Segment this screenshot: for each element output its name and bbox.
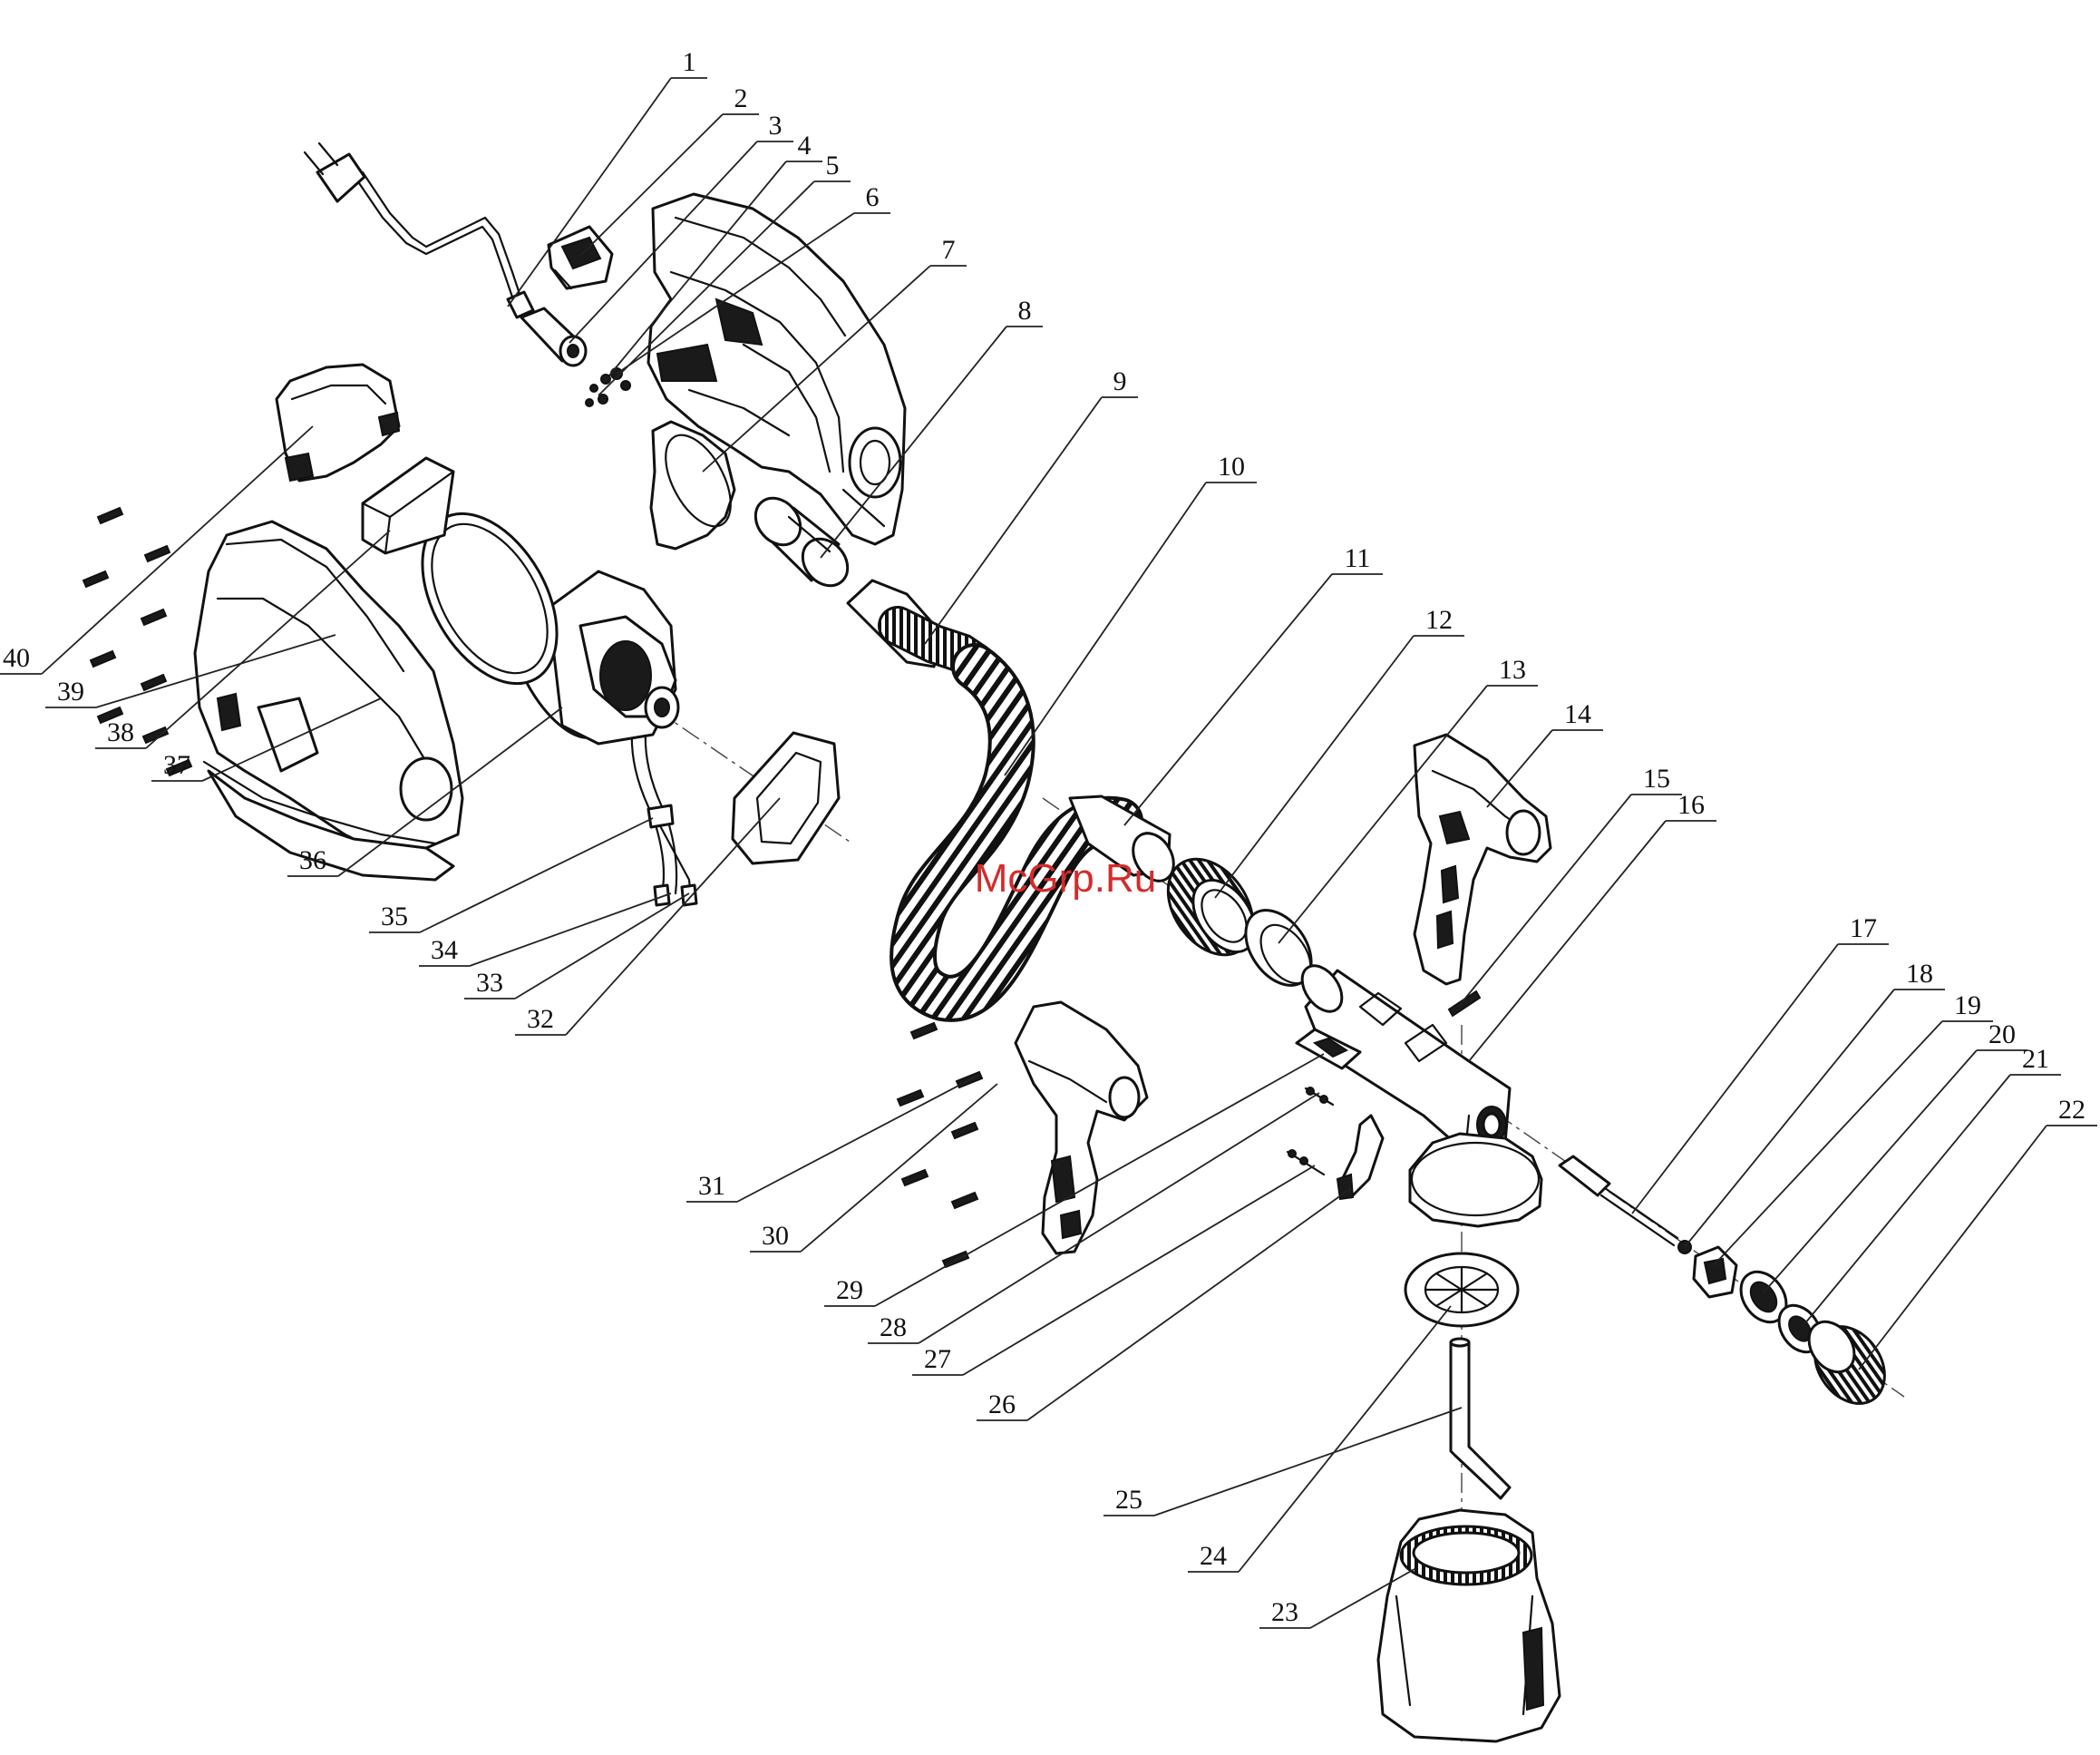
callout-number: 34: [431, 935, 458, 965]
watermark-text: McGrp.Ru: [975, 856, 1156, 901]
callout-26: 26: [977, 1188, 1351, 1420]
callout-20: 20: [1764, 1019, 2027, 1292]
callout-25: 25: [1103, 1408, 1462, 1516]
callout-number: 27: [924, 1344, 951, 1374]
callout-leader-line: [925, 397, 1102, 644]
nozzle-needle: [1560, 1156, 1677, 1245]
callout-number: 15: [1643, 764, 1670, 794]
callout-number: 18: [1906, 959, 1933, 989]
callout-18: 18: [1685, 959, 1945, 1247]
air-filter-frame: [733, 733, 839, 863]
callout-number: 16: [1677, 790, 1705, 820]
callout-number: 13: [1499, 655, 1526, 685]
callout-leader-line: [1859, 1126, 2047, 1370]
callout-number: 39: [57, 677, 84, 707]
callout-number: 32: [527, 1004, 554, 1034]
callout-number: 30: [762, 1221, 789, 1251]
callout-number: 14: [1564, 699, 1591, 729]
callout-number: 7: [942, 235, 956, 265]
callout-leader-line: [470, 893, 671, 966]
callout-number: 23: [1271, 1597, 1298, 1627]
callout-33: 33: [464, 893, 689, 999]
container-gasket: [1405, 1253, 1518, 1326]
callout-number: 28: [880, 1312, 907, 1342]
callout-leader-line: [1632, 944, 1838, 1214]
front-retaining-nut: [1800, 1313, 1899, 1417]
filter-cover: [277, 365, 399, 481]
retaining-pin: [1449, 991, 1480, 1016]
callout-number: 35: [381, 902, 408, 931]
callout-34: 34: [419, 893, 671, 966]
callout-22: 22: [1859, 1095, 2097, 1370]
callout-9: 9: [925, 366, 1138, 644]
callout-31: 31: [686, 1075, 979, 1202]
callout-leader-line: [566, 798, 780, 1035]
callout-number: 9: [1113, 366, 1127, 396]
power-cord-plug: [305, 143, 533, 317]
callout-number: 2: [734, 83, 748, 113]
callout-number: 21: [2022, 1044, 2049, 1074]
callout-10: 10: [1005, 452, 1257, 775]
callout-number: 24: [1200, 1541, 1227, 1571]
callout-leader-line: [1469, 821, 1666, 1061]
callout-leader-line: [1154, 1408, 1462, 1516]
callout-number: 12: [1425, 605, 1453, 635]
callout-number: 6: [866, 182, 880, 212]
callout-leader-line: [1764, 1050, 1977, 1292]
callout-number: 5: [826, 151, 840, 180]
callout-number: 33: [476, 968, 503, 998]
callout-number: 40: [3, 643, 30, 673]
callout-number: 20: [1988, 1019, 2016, 1049]
callout-leader-line: [1714, 1021, 1942, 1265]
callout-number: 38: [107, 717, 134, 747]
callout-28: 28: [868, 1093, 1319, 1343]
cord-strain-relief: [521, 308, 586, 366]
callout-17: 17: [1632, 913, 1889, 1214]
paint-container: [1378, 1510, 1560, 1741]
housing-screws: [83, 508, 191, 775]
gun-housing-screws: [898, 1023, 982, 1267]
callout-leader-line: [1005, 483, 1206, 775]
callout-number: 3: [769, 111, 783, 141]
callout-21: 21: [1804, 1044, 2061, 1324]
callout-number: 36: [299, 845, 326, 875]
callout-30: 30: [750, 1084, 997, 1252]
callout-leader-line: [1685, 990, 1894, 1247]
callout-leader-line: [801, 1084, 997, 1252]
callout-number: 37: [163, 750, 190, 780]
callout-leader-line: [1804, 1075, 2010, 1324]
callout-number: 11: [1345, 543, 1371, 573]
nozzle-tip: [1694, 1247, 1736, 1297]
callout-number: 22: [2058, 1095, 2085, 1125]
callout-number: 25: [1115, 1485, 1142, 1515]
callout-leader-line: [515, 893, 689, 999]
callout-number: 10: [1218, 452, 1245, 482]
callout-number: 19: [1954, 990, 1981, 1020]
callout-number: 31: [698, 1171, 725, 1201]
callout-number: 8: [1018, 296, 1032, 326]
callout-19: 19: [1714, 990, 1993, 1265]
flexible-air-hose: [848, 580, 1181, 999]
callout-leader-line: [1124, 574, 1332, 825]
callout-leader-line: [1215, 636, 1414, 898]
callout-leader-line: [963, 1165, 1315, 1375]
small-screws: [586, 368, 630, 406]
handle-half-right: [1415, 735, 1551, 984]
callout-number: 4: [798, 131, 812, 161]
suction-tube: [1451, 1339, 1510, 1498]
callout-number: 26: [988, 1389, 1016, 1419]
container-lid: [1410, 1134, 1541, 1226]
callout-number: 1: [683, 47, 696, 77]
callout-number: 29: [836, 1275, 863, 1305]
callout-leader-line: [919, 1093, 1319, 1343]
callout-number: 17: [1850, 913, 1877, 943]
callout-11: 11: [1124, 543, 1383, 825]
callout-leader-line: [737, 1075, 979, 1202]
